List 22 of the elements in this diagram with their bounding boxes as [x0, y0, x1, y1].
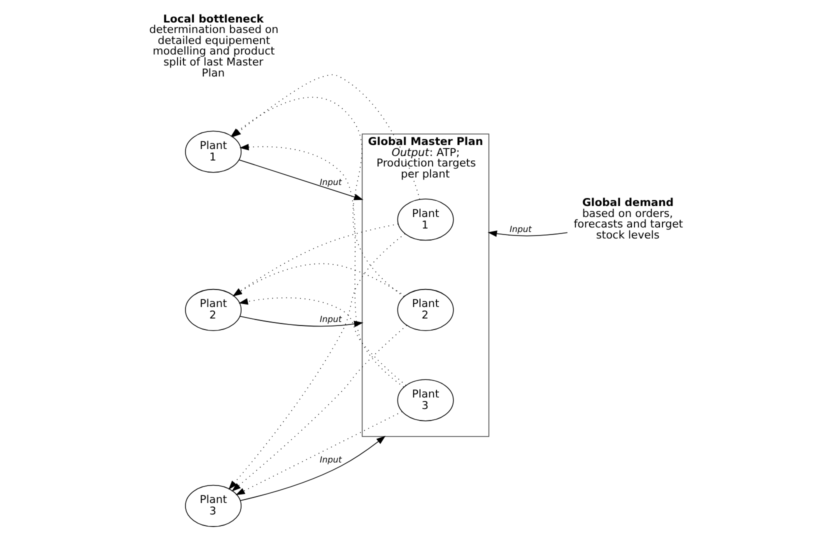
- arrow: [240, 316, 364, 328]
- edge-label: Input: [320, 314, 342, 324]
- arrow: [232, 263, 406, 296]
- arrow: [488, 230, 568, 237]
- label: Local bottleneck: [163, 12, 264, 26]
- node-ellipse: Plant 1: [185, 130, 242, 173]
- node-text: Global demand based on orders, forecasts and target stock levels: [574, 196, 684, 242]
- edge-label: Input: [320, 454, 342, 465]
- arrow: [228, 233, 406, 490]
- arrow: [238, 159, 364, 200]
- arrow: [240, 144, 404, 388]
- node-ellipse: Plant 3: [397, 379, 454, 422]
- arrow: [240, 436, 386, 501]
- node-ellipse: Plant 1: [397, 198, 454, 241]
- arrow: [232, 324, 408, 492]
- node-ellipse: Plant 2: [397, 288, 454, 331]
- label: determination based on detailed equipement modelling and product split of last Master Plan: [149, 23, 278, 80]
- edge-label: Input: [510, 224, 532, 234]
- arrow: [238, 297, 406, 386]
- arrow: [236, 411, 402, 496]
- edge-label: Input: [320, 176, 342, 187]
- node-ellipse: Plant 3: [185, 484, 242, 527]
